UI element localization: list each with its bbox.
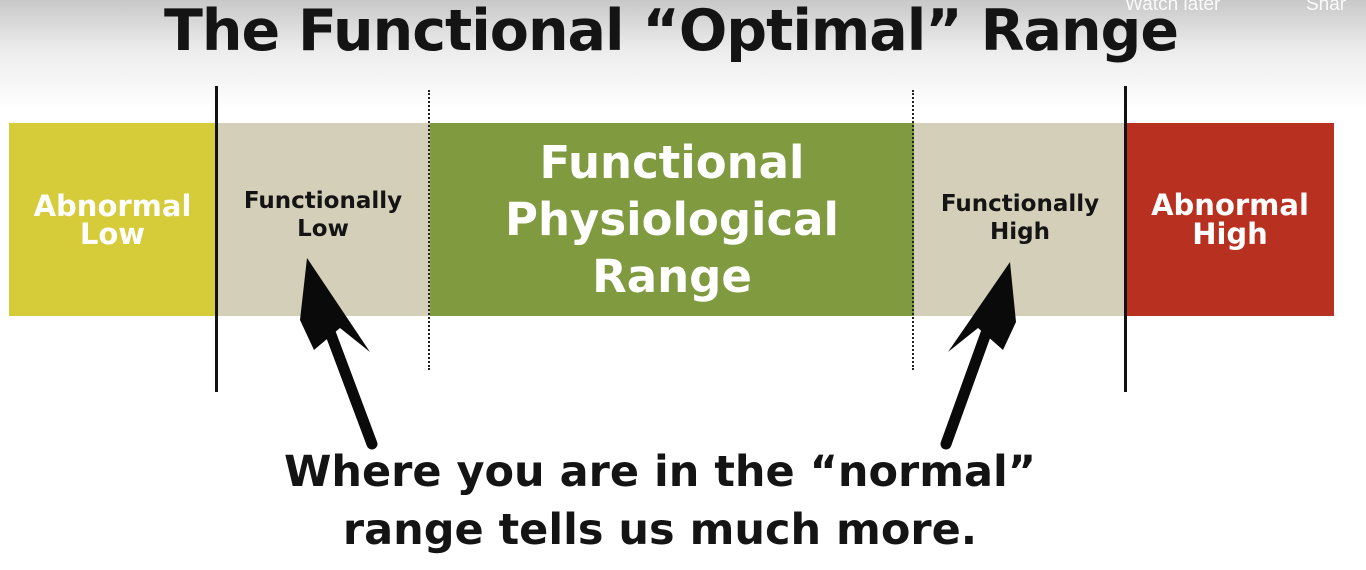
functional-range-segment: Functional Physiological Range — [430, 123, 914, 316]
abnormal-high-label-2: High — [1192, 216, 1268, 251]
share-button[interactable]: Shar — [1306, 0, 1347, 15]
caption-line-1: Where you are in the “normal” — [283, 447, 1037, 497]
abnormal-high-label-1: Abnormal — [1151, 187, 1309, 222]
functionally-low-label-2: Low — [297, 215, 349, 242]
functionally-high-label-2: High — [990, 218, 1050, 245]
page-title: The Functional “Optimal” Range — [164, 0, 1179, 64]
caption: Where you are in the “normal” range tell… — [0, 443, 1320, 559]
abnormal-high-segment: Abnormal High — [1126, 123, 1334, 316]
abnormal-high-boundary-line — [1124, 86, 1127, 392]
functional-range-label-3: Range — [592, 250, 752, 303]
abnormal-low-boundary-line — [215, 86, 218, 392]
caption-line-2: range tells us much more. — [342, 505, 978, 555]
arrow-to-functionally-high-icon — [940, 262, 1016, 450]
functional-low-dotted-divider — [428, 90, 430, 370]
arrow-to-functionally-low-icon — [300, 258, 378, 450]
watch-later-button[interactable]: Watch later — [1125, 0, 1221, 15]
functional-high-dotted-divider — [912, 90, 914, 370]
functional-range-label-2: Physiological — [505, 193, 839, 246]
functionally-low-label-1: Functionally — [243, 187, 403, 214]
abnormal-low-label-2: Low — [79, 216, 146, 251]
functional-range-label-1: Functional — [539, 136, 805, 189]
video-top-shade — [0, 0, 1366, 110]
functionally-high-segment: Functionally High — [914, 123, 1126, 316]
functionally-high-label-1: Functionally — [940, 190, 1100, 217]
abnormal-low-segment: Abnormal Low — [9, 123, 216, 316]
abnormal-low-label-1: Abnormal — [33, 188, 192, 223]
